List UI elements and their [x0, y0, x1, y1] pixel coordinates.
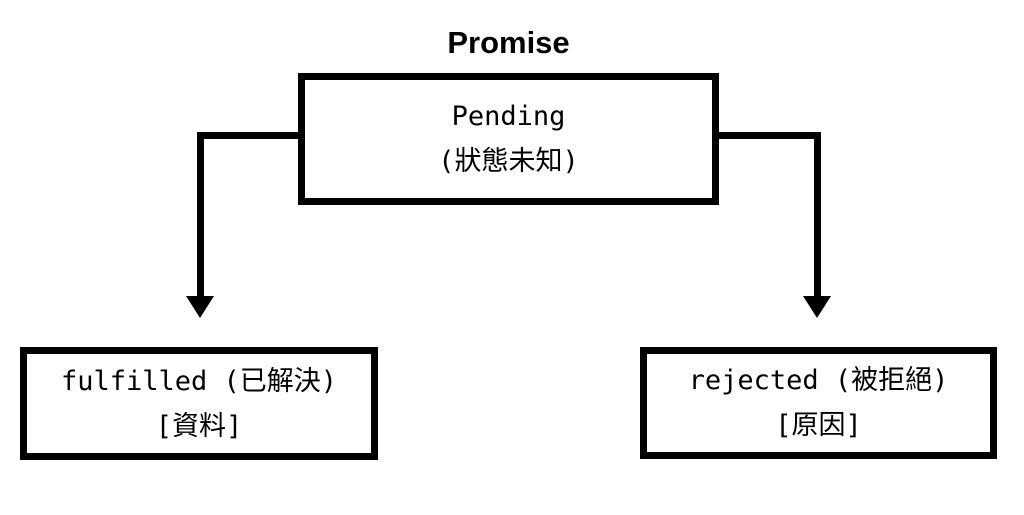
- rejected-state-label: rejected (被拒絕): [688, 365, 949, 396]
- rejected-state-note: [原因]: [775, 410, 862, 441]
- fulfilled-state-note: [資料]: [155, 410, 243, 442]
- pending-state-node: Pending (狀態未知): [298, 73, 719, 205]
- left-connector-vertical-line: [197, 132, 204, 297]
- diagram-title: Promise: [447, 25, 570, 60]
- left-connector-horizontal-line: [197, 132, 298, 139]
- fulfilled-state-label: fulfilled (已解決): [60, 365, 338, 397]
- pending-state-note: (狀態未知): [438, 146, 579, 177]
- left-arrowhead-down-icon: [186, 296, 214, 318]
- pending-state-label: Pending: [451, 101, 566, 132]
- fulfilled-state-node: fulfilled (已解決) [資料]: [20, 347, 378, 460]
- rejected-state-node: rejected (被拒絕) [原因]: [640, 347, 997, 459]
- right-connector-horizontal-line: [712, 132, 821, 139]
- right-connector-vertical-line: [814, 132, 821, 297]
- right-arrowhead-down-icon: [803, 296, 831, 318]
